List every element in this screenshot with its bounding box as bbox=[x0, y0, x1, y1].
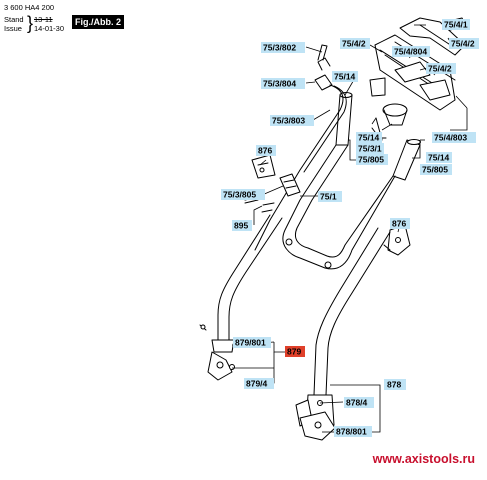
callout-75-3-805: 75/3/805 bbox=[221, 189, 265, 200]
callout-878: 878 bbox=[384, 379, 406, 390]
svg-text:75/14: 75/14 bbox=[334, 72, 356, 82]
callout-75-14-c: 75/14 bbox=[426, 152, 452, 163]
svg-text:75/14: 75/14 bbox=[358, 133, 380, 143]
svg-text:75/805: 75/805 bbox=[422, 165, 448, 175]
callout-75-4-1: 75/4/1 bbox=[442, 19, 470, 30]
callouts: 75/4/1 75/4/2 75/4/2 75/4/804 75/4/2 75/… bbox=[221, 19, 479, 437]
cable-clamp bbox=[279, 173, 301, 197]
callout-75-3-802: 75/3/802 bbox=[261, 42, 305, 53]
svg-text:75/3/1: 75/3/1 bbox=[358, 144, 382, 154]
svg-text:879: 879 bbox=[287, 347, 301, 357]
callout-878-4: 878/4 bbox=[344, 397, 374, 408]
callout-75-805-a: 75/805 bbox=[356, 154, 388, 165]
part-number: 3 600 HA4 200 bbox=[4, 3, 55, 12]
svg-text:895: 895 bbox=[234, 221, 248, 231]
callout-879-4: 879/4 bbox=[244, 378, 274, 389]
figure-tag: Fig./Abb. 2 bbox=[72, 15, 124, 29]
svg-text:75/4/2: 75/4/2 bbox=[428, 64, 452, 74]
bracket-right bbox=[383, 224, 411, 256]
svg-text:879/801: 879/801 bbox=[235, 338, 266, 348]
right-lower-tube bbox=[295, 227, 391, 441]
callout-75-805-b: 75/805 bbox=[420, 164, 452, 175]
callout-75-4-803: 75/4/803 bbox=[432, 132, 476, 143]
svg-text:878/801: 878/801 bbox=[336, 427, 367, 437]
issue-label: Issue bbox=[4, 24, 22, 33]
callout-879: 879 bbox=[285, 346, 305, 357]
svg-text:75/4/2: 75/4/2 bbox=[342, 39, 366, 49]
callout-75-1: 75/1 bbox=[318, 191, 342, 202]
callout-75-3-804: 75/3/804 bbox=[261, 78, 305, 89]
callout-876-b: 876 bbox=[390, 218, 410, 229]
callout-75-4-2-c: 75/4/2 bbox=[426, 63, 456, 74]
svg-text:75/3/803: 75/3/803 bbox=[272, 116, 305, 126]
svg-text:878: 878 bbox=[387, 380, 401, 390]
callout-895: 895 bbox=[232, 220, 252, 231]
svg-text:75/3/804: 75/3/804 bbox=[263, 79, 296, 89]
svg-text:876: 876 bbox=[258, 146, 272, 156]
svg-text:75/4/803: 75/4/803 bbox=[434, 133, 467, 143]
svg-text:75/805: 75/805 bbox=[358, 155, 384, 165]
upper-u-handle bbox=[282, 144, 396, 270]
bracket-left bbox=[251, 154, 276, 179]
stand-value: 13-11 bbox=[34, 15, 53, 24]
callout-75-14-a: 75/14 bbox=[332, 71, 358, 82]
watermark: www.axistools.ru bbox=[372, 452, 475, 466]
callout-75-4-2-b: 75/4/2 bbox=[449, 38, 479, 49]
cable bbox=[254, 44, 347, 251]
left-lower-tube bbox=[199, 214, 283, 381]
callout-75-3-1: 75/3/1 bbox=[356, 143, 384, 154]
svg-text:75/4/804: 75/4/804 bbox=[394, 47, 427, 57]
callout-878-801: 878/801 bbox=[334, 426, 372, 437]
callout-75-3-803: 75/3/803 bbox=[270, 115, 314, 126]
svg-text:879/4: 879/4 bbox=[246, 379, 268, 389]
callout-876-a: 876 bbox=[256, 145, 276, 156]
callout-879-801: 879/801 bbox=[233, 337, 271, 348]
brace-icon: } bbox=[27, 13, 34, 33]
svg-text:75/3/805: 75/3/805 bbox=[223, 190, 256, 200]
issue-value: 14-01-30 bbox=[34, 24, 65, 33]
svg-text:75/3/802: 75/3/802 bbox=[263, 43, 296, 53]
svg-text:75/14: 75/14 bbox=[428, 153, 450, 163]
svg-text:75/4/1: 75/4/1 bbox=[444, 20, 468, 30]
svg-text:75/4/2: 75/4/2 bbox=[451, 39, 475, 49]
callout-75-4-2-a: 75/4/2 bbox=[340, 38, 370, 49]
stand-label: Stand bbox=[4, 15, 24, 24]
svg-text:878/4: 878/4 bbox=[346, 398, 368, 408]
svg-text:75/1: 75/1 bbox=[320, 192, 337, 202]
callout-75-4-804: 75/4/804 bbox=[392, 46, 430, 57]
callout-75-14-b: 75/14 bbox=[356, 132, 382, 143]
svg-text:876: 876 bbox=[392, 219, 406, 229]
